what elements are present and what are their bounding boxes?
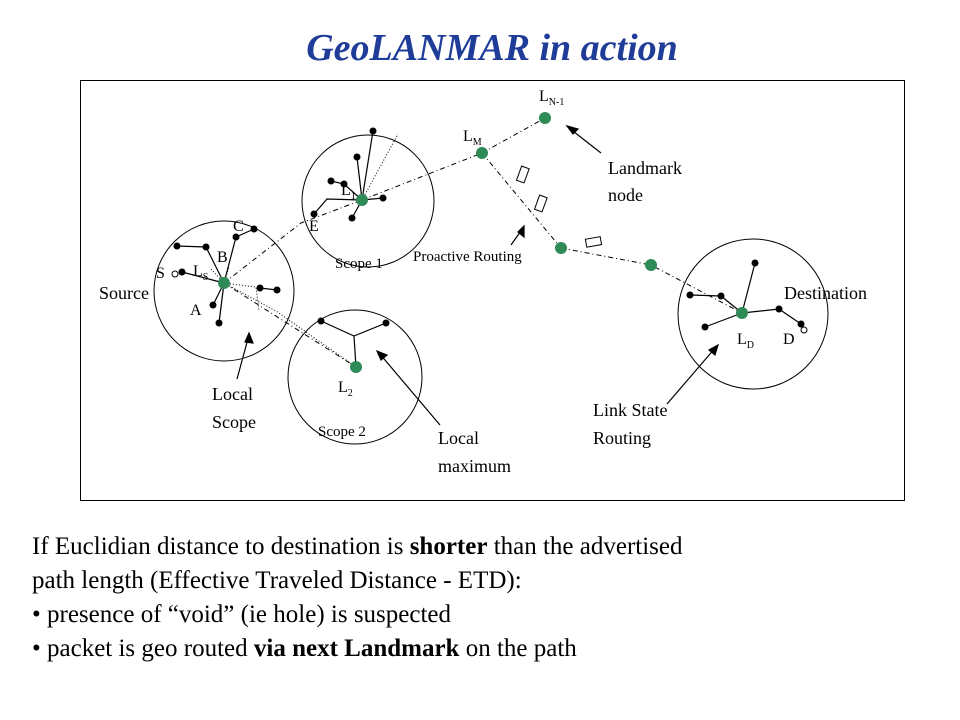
label-lm: LM	[463, 128, 482, 148]
text-line-2: path length (Effective Traveled Distance…	[32, 567, 522, 594]
path-l1-to-lm	[361, 152, 483, 201]
local-scope-circle	[153, 220, 295, 362]
label-e: E	[309, 218, 319, 235]
destination-scope-circle	[677, 238, 829, 390]
label-ln1: LN-1	[539, 88, 565, 108]
landmark-l1	[356, 194, 368, 206]
path-ls-to-l1	[223, 199, 363, 284]
arrow-local-maximum	[378, 352, 441, 426]
table-icon	[584, 236, 603, 248]
label-s: S	[156, 265, 165, 282]
label-c: C	[233, 218, 244, 235]
dotted-ls-right	[223, 282, 260, 312]
text-line-1: If Euclidian distance to destination is …	[32, 533, 683, 560]
diagram-graphics	[153, 112, 829, 445]
source-node	[171, 270, 179, 278]
label-source: Source	[99, 283, 149, 303]
label-link-state-2: Routing	[593, 428, 652, 448]
label-destination: Destination	[784, 283, 867, 303]
label-ld: LD	[737, 331, 755, 351]
bullet-2: • packet is geo routed via next Landmark…	[32, 635, 577, 662]
landmark-lm	[476, 147, 488, 159]
scope2-circle	[287, 309, 423, 445]
landmark-ls	[218, 277, 230, 289]
label-local-scope-1: Local	[212, 384, 253, 404]
table-icon	[533, 194, 548, 213]
landmark-l2	[350, 361, 362, 373]
path-lk-to-next	[560, 247, 743, 314]
label-l2: L2	[338, 379, 353, 399]
landmark-ld	[736, 307, 748, 319]
label-scope1: Scope 1	[335, 256, 383, 272]
path-lm-to-lk	[481, 152, 562, 249]
label-local-maximum-2: maximum	[438, 456, 511, 476]
slide-text: If Euclidian distance to destination is …	[32, 530, 683, 666]
label-landmark-node-1: Landmark	[608, 158, 682, 178]
landmark-next	[645, 259, 657, 271]
slide-title: GeoLANMAR in action	[306, 27, 678, 69]
path-lm-to-ln1	[481, 117, 546, 154]
label-d: D	[783, 331, 795, 348]
label-a: A	[190, 302, 202, 319]
dotted-l1-up	[361, 133, 399, 201]
scope1-circle	[301, 134, 435, 268]
label-proactive-routing: Proactive Routing	[413, 249, 522, 265]
label-ls: LS	[193, 263, 209, 283]
label-l1: L1	[341, 182, 356, 202]
table-icon	[515, 165, 530, 184]
arrow-link-state-routing	[666, 346, 717, 405]
landmark-lk	[555, 242, 567, 254]
label-landmark-node-2: node	[608, 185, 643, 205]
label-local-maximum-1: Local	[438, 428, 479, 448]
destination-node	[800, 326, 808, 334]
label-local-scope-2: Scope	[212, 412, 256, 432]
network-diagram: LN-1 LM Landmark node L1 E C Scope 1 Pro…	[80, 80, 905, 501]
landmark-ln1	[539, 112, 551, 124]
bullet-1: • presence of “void” (ie hole) is suspec…	[32, 601, 452, 628]
label-scope2: Scope 2	[318, 424, 366, 440]
label-link-state-1: Link State	[593, 400, 668, 420]
label-b: B	[217, 249, 228, 266]
path-ls-to-l2	[223, 282, 357, 368]
